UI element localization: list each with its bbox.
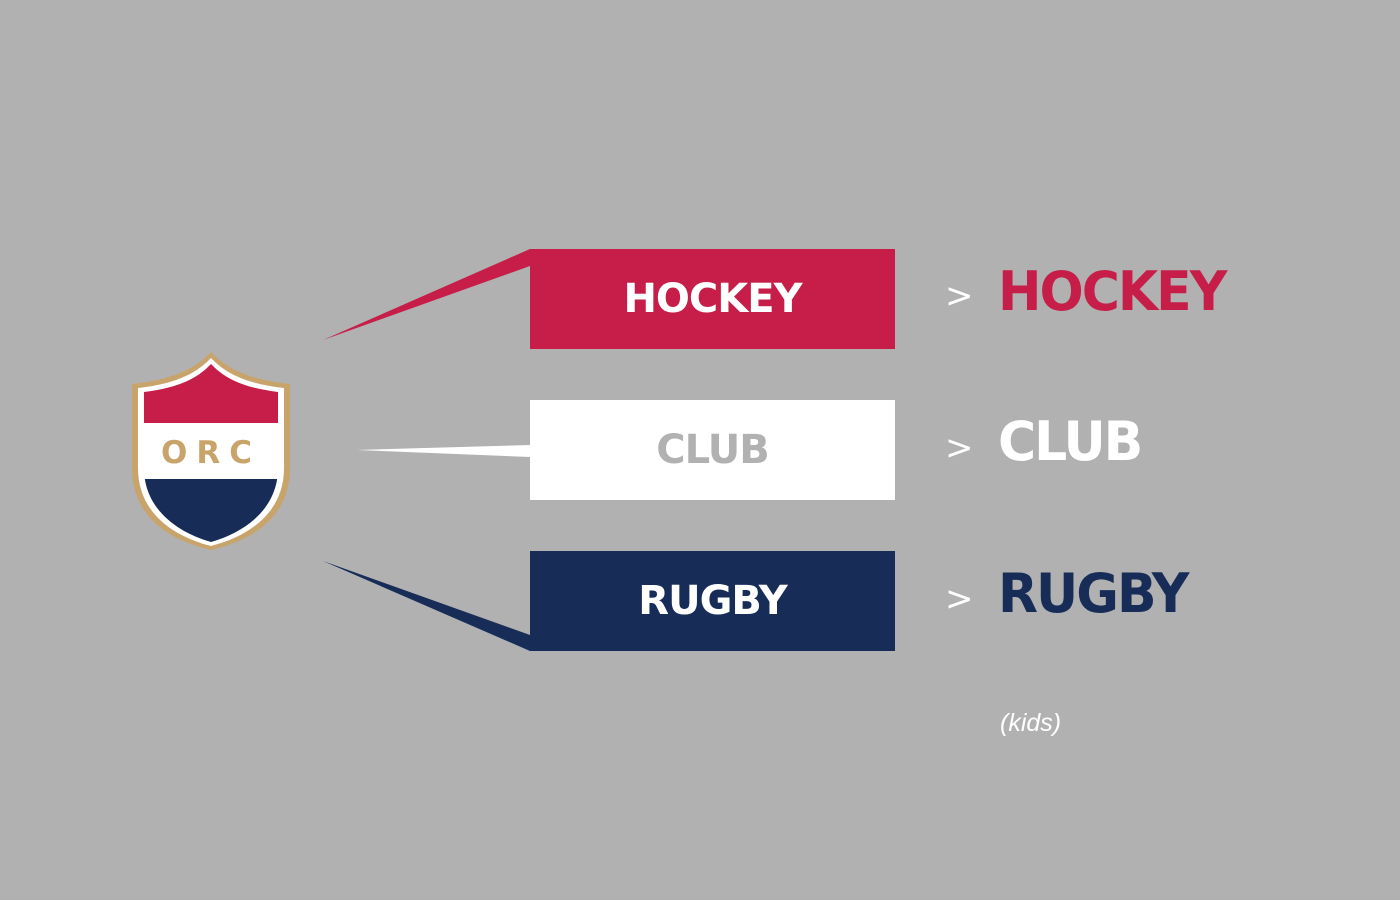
rugby-kids-wordmark: RUGBY — [998, 562, 1189, 626]
hockey-arrow-icon: > — [945, 276, 974, 316]
shield-white-band — [144, 423, 278, 479]
club-arrow-icon: > — [945, 428, 974, 468]
hockey-banner-label: HOCKEY — [623, 276, 802, 322]
shield-monogram: ORC — [161, 435, 261, 471]
rugby-arrow-icon: > — [945, 579, 974, 619]
rugby-banner: RUGBY — [530, 551, 895, 651]
hockey-kids-wordmark: HOCKEY — [998, 260, 1227, 324]
orc-shield-logo: ORC — [132, 352, 290, 550]
rugby-banner-label: RUGBY — [638, 578, 787, 624]
club-kids-wordmark: CLUB — [998, 410, 1143, 474]
club-banner-label: CLUB — [656, 427, 769, 473]
kids-note: (kids) — [1000, 709, 1062, 737]
hockey-banner: HOCKEY — [530, 249, 895, 349]
rugby-connector-wedge — [323, 561, 530, 651]
club-connector-wedge — [357, 445, 530, 457]
hockey-connector-wedge — [323, 249, 530, 340]
club-banner: CLUB — [530, 400, 895, 500]
